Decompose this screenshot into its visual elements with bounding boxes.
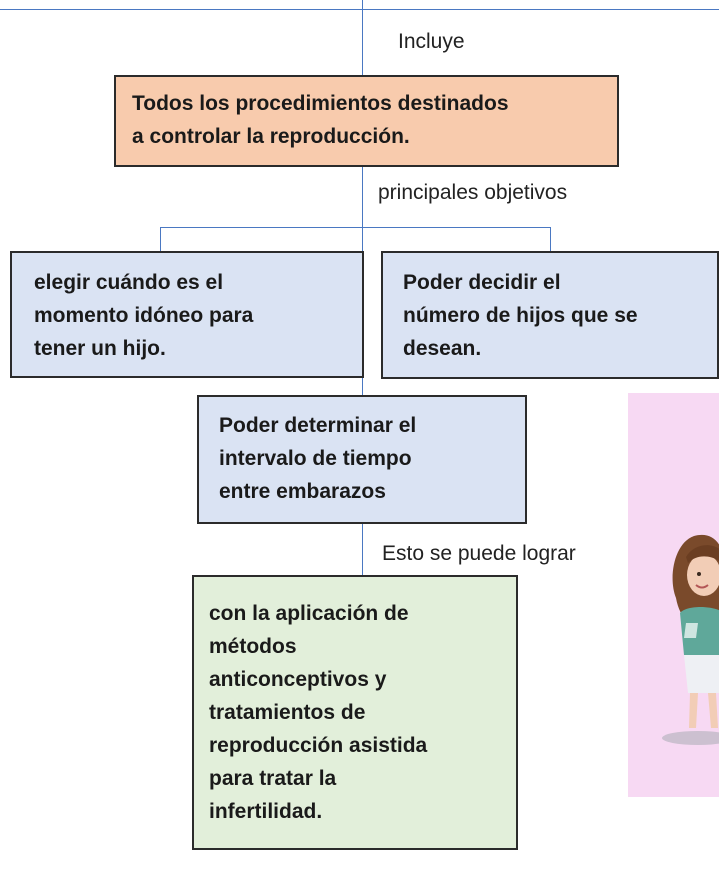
- floor-shadow: [662, 731, 719, 745]
- skirt-shape: [684, 655, 719, 693]
- girl-illustration-drawing: [662, 534, 719, 745]
- shirt-stripe: [684, 623, 698, 638]
- objective-right-text: Poder decidir el número de hijos que se …: [403, 271, 638, 360]
- label-incluye: Incluye: [398, 30, 465, 53]
- connector-branch-right: [550, 227, 551, 251]
- smile-shape: [695, 584, 709, 589]
- shirt-shape: [680, 607, 719, 655]
- fringe-shape: [686, 545, 719, 563]
- result-box: con la aplicación de métodos anticoncept…: [192, 575, 518, 850]
- label-principales-objetivos: principales objetivos: [378, 181, 568, 204]
- objective-box-left: elegir cuándo es el momento idóneo para …: [10, 251, 364, 378]
- leg-right: [708, 693, 718, 728]
- face-shape: [687, 554, 719, 596]
- girl-illustration: [628, 393, 719, 797]
- result-text: con la aplicación de métodos anticoncept…: [209, 602, 428, 823]
- objective-box-middle: Poder determinar el intervalo de tiempo …: [197, 395, 527, 524]
- objective-left-text: elegir cuándo es el momento idóneo para …: [34, 271, 254, 360]
- objective-middle-text: Poder determinar el intervalo de tiempo …: [219, 414, 417, 503]
- connector-trunk-bottom: [362, 524, 363, 575]
- objective-box-right: Poder decidir el número de hijos que se …: [381, 251, 719, 379]
- top-border-line: [0, 9, 719, 10]
- connector-branch-left: [160, 227, 161, 251]
- connector-branch-horizontal: [160, 227, 551, 228]
- main-concept-box: Todos los procedimientos destinados a co…: [114, 75, 619, 167]
- connector-trunk-top: [362, 0, 363, 75]
- label-esto-se-puede-lograr: Esto se puede lograr: [382, 542, 576, 565]
- eye-shape: [697, 572, 701, 576]
- leg-left: [689, 693, 698, 728]
- main-concept-text: Todos los procedimientos destinados a co…: [132, 92, 509, 148]
